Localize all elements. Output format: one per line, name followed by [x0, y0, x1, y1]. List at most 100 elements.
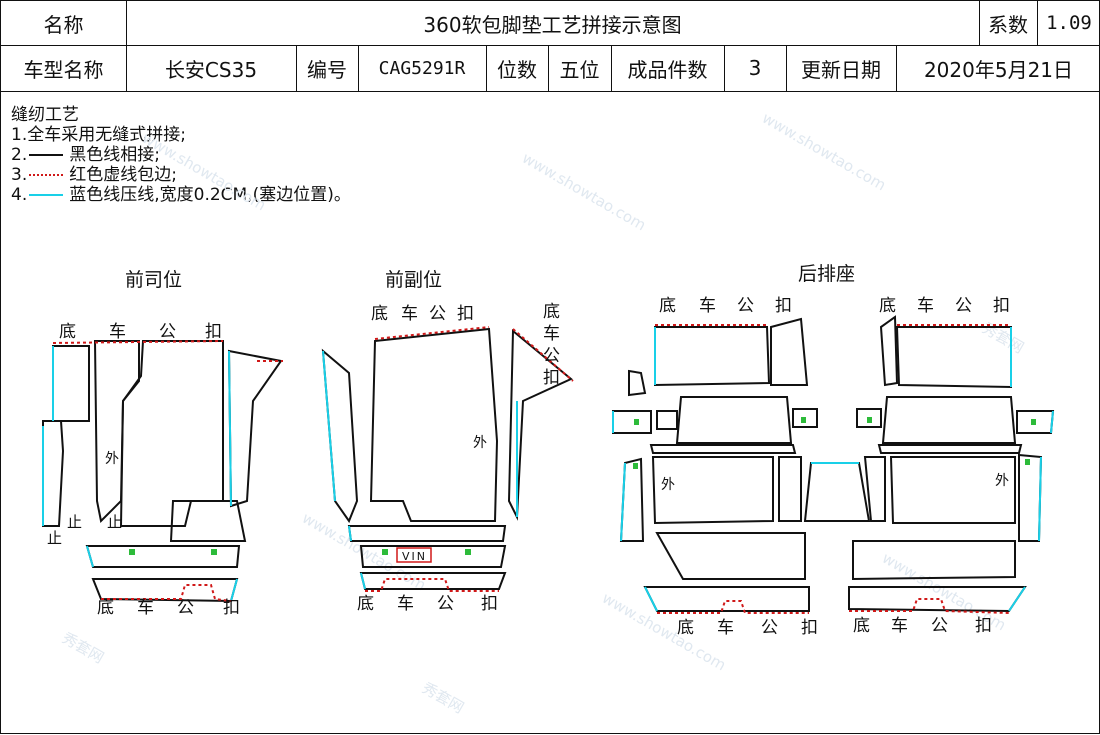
rear-left-top-side [770, 317, 809, 386]
rear-left-bottom [643, 586, 810, 612]
driver-mat [42, 340, 283, 603]
outer-label: 外 [661, 477, 675, 493]
notes-title: 缝纫工艺 [11, 105, 79, 125]
note-item-2-num: 2. [11, 145, 28, 165]
seats-value: 五位 [548, 45, 612, 91]
updated-value: 2020年5月21日 [923, 57, 1074, 82]
driver-heel-pad [169, 500, 247, 542]
driver-right-wing [227, 349, 283, 508]
base-char: 底 [543, 302, 560, 322]
base-char: 车 [137, 598, 154, 618]
rear-divider-strip [649, 444, 797, 454]
rear-right-top-side [879, 315, 899, 387]
base-char: 扣 [801, 618, 818, 638]
marker-dot [382, 549, 388, 555]
watermark-brand: 秀套网 [419, 679, 467, 717]
rear-cyan-edges [612, 327, 1054, 612]
base-char: 扣 [975, 616, 992, 636]
base-char: 公 [761, 618, 778, 638]
rear-right-floor [889, 456, 1016, 524]
base-char: 扣 [205, 322, 222, 342]
rear-labels: 底 车 公 扣 底 车 公 扣 外 外 底 车 公 扣 底 车 公 扣 [659, 296, 1010, 638]
base-char: 公 [931, 616, 948, 636]
press-line [228, 350, 232, 507]
note-item-4-text: 蓝色线压线,宽度0.2CM,(塞边位置)。 [69, 185, 351, 205]
press-line [620, 462, 626, 542]
base-char: 公 [737, 296, 754, 316]
press-line [1050, 410, 1054, 434]
press-line [86, 545, 94, 568]
base-char: 公 [429, 304, 446, 324]
base-char: 底 [59, 322, 76, 342]
base-char: 底 [97, 598, 114, 618]
base-char: 扣 [775, 296, 792, 316]
base-char: 车 [891, 616, 908, 636]
driver-red-edges [52, 340, 283, 602]
header-row-1: 名称 360软包脚垫工艺拼接示意图 系数 1.09 [1, 1, 1100, 46]
section-title-passenger: 前副位 [385, 269, 443, 291]
outer-label: 外 [473, 435, 487, 451]
seats-label: 位数 [486, 45, 549, 91]
passenger-right-wing [507, 328, 573, 521]
rear-divider-strip [877, 444, 1023, 454]
edge-binding [101, 584, 232, 602]
base-char: 车 [397, 594, 414, 614]
marker-dot [633, 463, 638, 469]
edge-binding [365, 578, 499, 592]
press-line [360, 572, 366, 590]
section-title-rear: 后排座 [798, 263, 856, 285]
base-char: 底 [677, 618, 694, 638]
passenger-left-wing [321, 348, 359, 524]
passenger-labels: 底 车 公 扣 底 车 公 扣 外 底 车 公 扣 [357, 302, 560, 614]
driver-cyan-edges [42, 346, 238, 602]
base-char: 扣 [993, 296, 1010, 316]
passenger-front-strip [347, 525, 507, 542]
coef-value: 1.09 [1046, 12, 1092, 34]
base-char: 扣 [481, 594, 498, 614]
edge-binding [52, 340, 224, 344]
driver-main-panel [119, 340, 224, 527]
base-char: 底 [853, 616, 870, 636]
base-char: 扣 [223, 598, 240, 618]
section-title-driver: 前司位 [125, 269, 183, 291]
driver-labels: 底 车 公 扣 外 止 止 止 底 车 公 扣 [47, 322, 240, 618]
watermark-brand: 秀套网 [979, 319, 1027, 357]
base-char: 公 [159, 322, 176, 342]
updated-label: 更新日期 [786, 45, 897, 91]
pieces-label: 成品件数 [611, 45, 725, 91]
marker-dot [211, 549, 217, 555]
note-item-4-num: 4. [11, 185, 28, 205]
watermark-brand: 秀套网 [59, 629, 107, 667]
rear-right-lower [852, 540, 1016, 581]
rear-center-left [778, 456, 802, 522]
marker-dot [1025, 459, 1030, 465]
marker-dot [465, 549, 471, 555]
passenger-main-panel [369, 327, 499, 522]
sewing-notes: 缝纫工艺 1.全车采用无缝式拼接; 2. 黑色线相接; 3. 红色虚线包边; 4… [11, 105, 351, 205]
base-char: 底 [659, 296, 676, 316]
stop-label: 止 [47, 529, 62, 547]
base-char: 扣 [457, 304, 474, 324]
cyan-line-sample [29, 194, 64, 196]
stop-label: 止 [67, 513, 82, 531]
base-char: 公 [437, 594, 454, 614]
base-char: 公 [955, 296, 972, 316]
base-char: 公 [177, 598, 194, 618]
base-char: 车 [109, 322, 126, 342]
marker-dot [1031, 419, 1036, 425]
rear-small-pad [792, 408, 818, 428]
base-char: 车 [699, 296, 716, 316]
note-item-2: 2. 黑色线相接; [11, 145, 351, 165]
code-value: CAG5291R [358, 45, 487, 91]
base-char: 车 [401, 304, 418, 324]
vin-label: VIN [402, 550, 427, 563]
rear-left-top-panel [654, 326, 771, 387]
rear-left-floor [651, 456, 774, 525]
rear-red-edges [655, 324, 1011, 614]
black-line-sample [29, 154, 64, 156]
edge-binding [657, 600, 809, 614]
code-label: 编号 [296, 45, 359, 91]
stop-label: 止 [107, 513, 122, 531]
press-line [1038, 456, 1042, 542]
rear-left-lower [655, 532, 806, 580]
